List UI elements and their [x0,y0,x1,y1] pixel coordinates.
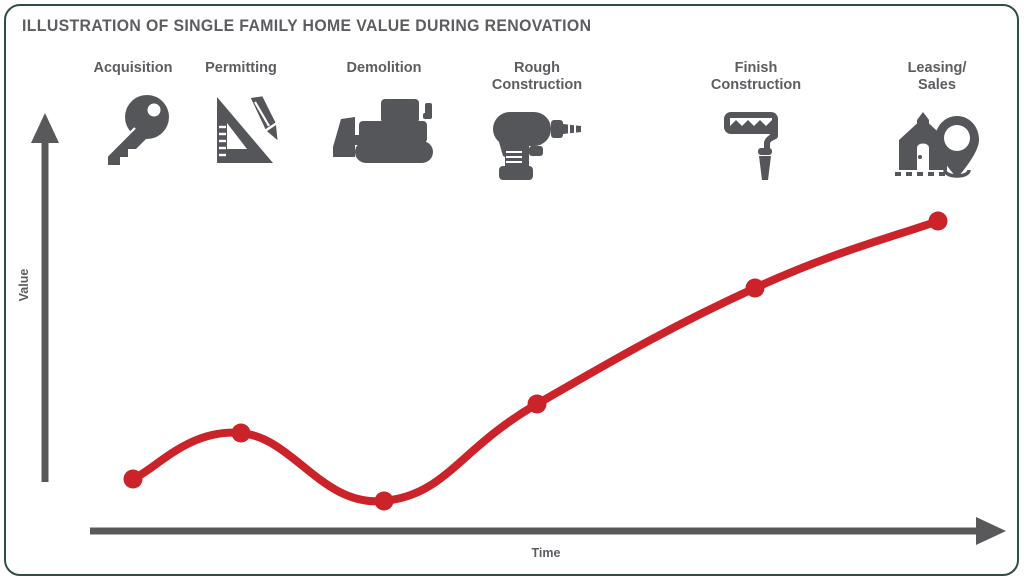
stage-finish-construction: Finish Construction [671,60,841,184]
stage-demolition: Demolition [299,60,469,167]
page-title: ILLUSTRATION OF SINGLE FAMILY HOME VALUE… [22,16,592,35]
house-map-pin-icon [852,100,1022,184]
stage-rough-construction: Rough Construction [452,60,622,184]
key-icon [48,83,218,167]
x-axis-label: Time [531,546,561,560]
power-drill-icon [452,100,622,184]
stage-label-finish-construction: Finish Construction [710,60,802,93]
stage-permitting: Permitting [156,60,326,167]
stage-leasing-sales: Leasing/ Sales [852,60,1022,184]
stage-label-acquisition: Acquisition [93,60,173,76]
y-axis-label: Value [17,268,31,302]
paint-roller-icon [671,100,841,184]
stage-label-demolition: Demolition [346,60,422,76]
bulldozer-icon [299,83,469,167]
stage-label-permitting: Permitting [205,60,277,76]
stage-label-rough-construction: Rough Construction [491,60,583,93]
set-square-pencil-icon [156,83,326,167]
stage-label-leasing-sales: Leasing/ Sales [907,60,967,93]
stage-acquisition: Acquisition [48,60,218,167]
